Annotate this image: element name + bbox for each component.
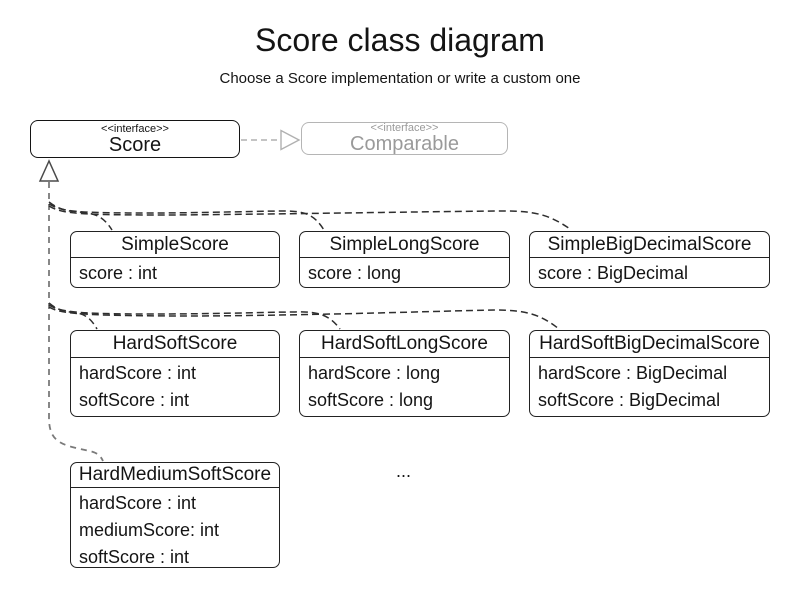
class-box-hardsoftscore: HardSoftScore hardScore : int softScore … bbox=[70, 330, 280, 417]
class-box-simplebigdecimalscore: SimpleBigDecimalScore score : BigDecimal bbox=[529, 231, 770, 288]
class-box-hardmediumsoftscore: HardMediumSoftScore hardScore : int medi… bbox=[70, 462, 280, 568]
class-name: SimpleScore bbox=[71, 232, 279, 258]
class-attribute: softScore : int bbox=[79, 390, 190, 410]
class-attribute: softScore : BigDecimal bbox=[538, 390, 721, 410]
class-name: HardSoftLongScore bbox=[300, 331, 509, 358]
realization-line-hardsoftscore bbox=[48, 302, 98, 330]
class-attribute: hardScore : int bbox=[79, 493, 197, 513]
class-name: HardSoftScore bbox=[71, 331, 279, 358]
realization-line-simplescore bbox=[48, 201, 113, 231]
realization-line-hardmediumsoftscore bbox=[48, 182, 104, 462]
class-attribute: softScore : long bbox=[308, 390, 434, 410]
class-name: HardSoftBigDecimalScore bbox=[530, 331, 769, 358]
realization-line-simplelongscore bbox=[48, 203, 325, 231]
class-attribute: hardScore : long bbox=[308, 363, 441, 383]
interface-box-score: <<interface>> Score bbox=[30, 120, 240, 158]
class-attribute: hardScore : int bbox=[79, 363, 197, 383]
more-implementations-ellipsis: ... bbox=[396, 461, 412, 481]
class-attribute: score : int bbox=[79, 263, 158, 283]
stereotype-label: <<interface>> bbox=[101, 122, 169, 135]
class-box-hardsoftlongscore: HardSoftLongScore hardScore : long softS… bbox=[299, 330, 510, 417]
page-subtitle: Choose a Score implementation or write a… bbox=[219, 70, 581, 87]
class-box-simplelongscore: SimpleLongScore score : long bbox=[299, 231, 510, 288]
class-attribute: softScore : int bbox=[79, 547, 190, 567]
realization-line-simplebigdecimalscore bbox=[48, 205, 571, 230]
class-attribute: mediumScore: int bbox=[79, 520, 220, 540]
class-attribute: score : BigDecimal bbox=[538, 263, 689, 283]
hollow-triangle-arrow-icon bbox=[280, 129, 301, 151]
class-name: SimpleBigDecimalScore bbox=[530, 232, 769, 258]
class-attribute: hardScore : BigDecimal bbox=[538, 363, 728, 383]
page-title: Score class diagram bbox=[255, 22, 545, 58]
stereotype-label: <<interface>> bbox=[370, 122, 439, 134]
interface-name: Score bbox=[108, 133, 162, 156]
interface-box-comparable: <<interface>> Comparable bbox=[301, 122, 508, 155]
class-name: HardMediumSoftScore bbox=[71, 463, 279, 488]
hollow-triangle-arrow-icon bbox=[38, 159, 60, 182]
class-attribute: score : long bbox=[308, 263, 402, 283]
interface-name: Comparable bbox=[350, 133, 459, 155]
class-name: SimpleLongScore bbox=[300, 232, 509, 258]
class-box-hardsoftbigdecimalscore: HardSoftBigDecimalScore hardScore : BigD… bbox=[529, 330, 770, 417]
realization-line-hardsoftlongscore bbox=[48, 304, 341, 330]
realization-line-hardsoftbigdecimalscore bbox=[48, 306, 560, 330]
class-box-simplescore: SimpleScore score : int bbox=[70, 231, 280, 288]
